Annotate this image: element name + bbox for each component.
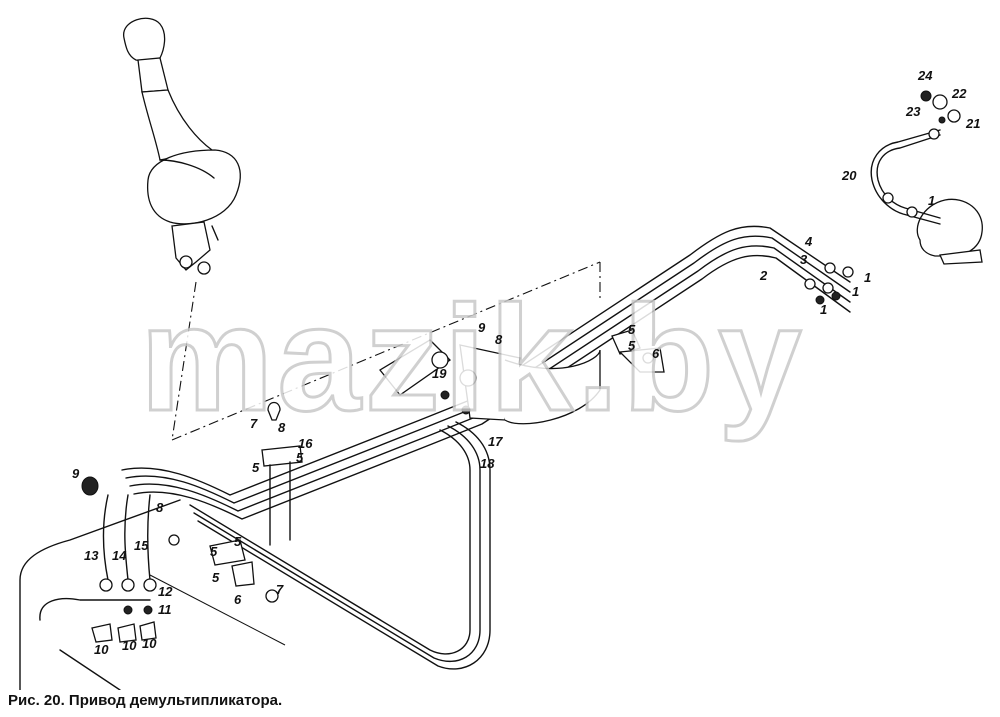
callout-label: 20 [841, 168, 857, 183]
callout-label: 24 [917, 68, 933, 83]
callout-label: 5 [210, 544, 218, 559]
callout-label: 9 [478, 320, 486, 335]
callout-label: 5 [296, 450, 304, 465]
lever-leader-line [171, 281, 197, 441]
callout-label: 21 [965, 116, 980, 131]
valve-bracket [379, 339, 601, 425]
callout-label: 4 [804, 234, 813, 249]
callout-label: 1 [820, 302, 827, 317]
left-fittings [39, 476, 180, 643]
callout-label: 5 [234, 534, 242, 549]
callout-label: 5 [628, 338, 636, 353]
callout-label: 10 [122, 638, 137, 653]
callout-label: 13 [84, 548, 99, 563]
callout-label: 3 [800, 252, 808, 267]
callout-label: 10 [94, 642, 109, 657]
callout-label: 6 [652, 346, 660, 361]
clip-bracket-right [611, 329, 665, 373]
callout-label: 12 [158, 584, 173, 599]
frame-leader-line [171, 261, 601, 441]
callout-label: 14 [112, 548, 127, 563]
sensor-unit-right [870, 90, 983, 265]
callout-label: 15 [134, 538, 149, 553]
callout-label: 2 [759, 268, 768, 283]
callout-label: 23 [905, 104, 921, 119]
callout-label: 1 [928, 193, 935, 208]
callout-label: 19 [432, 366, 447, 381]
bundle-end-fittings [804, 262, 854, 305]
callout-label: 5 [252, 460, 260, 475]
callout-label: 1 [864, 270, 871, 285]
callout-label: 11 [158, 602, 172, 617]
cable-bundle [121, 225, 851, 520]
gear-lever-assembly [123, 17, 241, 275]
demultiplier-drive-diagram: mazik.by 1 2 3 4 1 1 1 20 21 22 23 24 9 … [19, 17, 983, 690]
callout-label: 7 [276, 582, 284, 597]
callout-label: 22 [951, 86, 967, 101]
callout-label: 5 [212, 570, 220, 585]
callout-label: 10 [142, 636, 157, 651]
callout-label: 18 [480, 456, 495, 471]
callout-label: 8 [495, 332, 503, 347]
lower-cable-run [189, 421, 491, 670]
callout-label: 1 [852, 284, 859, 299]
floor-plate-outline [19, 499, 181, 690]
callout-labels: 1 2 3 4 1 1 1 20 21 22 23 24 9 8 19 17 1… [72, 68, 980, 657]
callout-label: 5 [628, 322, 636, 337]
callout-label: 8 [156, 500, 164, 515]
callout-label: 17 [488, 434, 503, 449]
callout-label: 9 [72, 466, 80, 481]
callout-label: 8 [278, 420, 286, 435]
callout-label: 7 [250, 416, 258, 431]
callout-label: 6 [234, 592, 242, 607]
callout-label: 16 [298, 436, 313, 451]
figure-caption: Рис. 20. Привод демультипликатора. [8, 692, 283, 709]
watermark: mazik.by [140, 274, 806, 442]
center-clamps [209, 401, 303, 603]
